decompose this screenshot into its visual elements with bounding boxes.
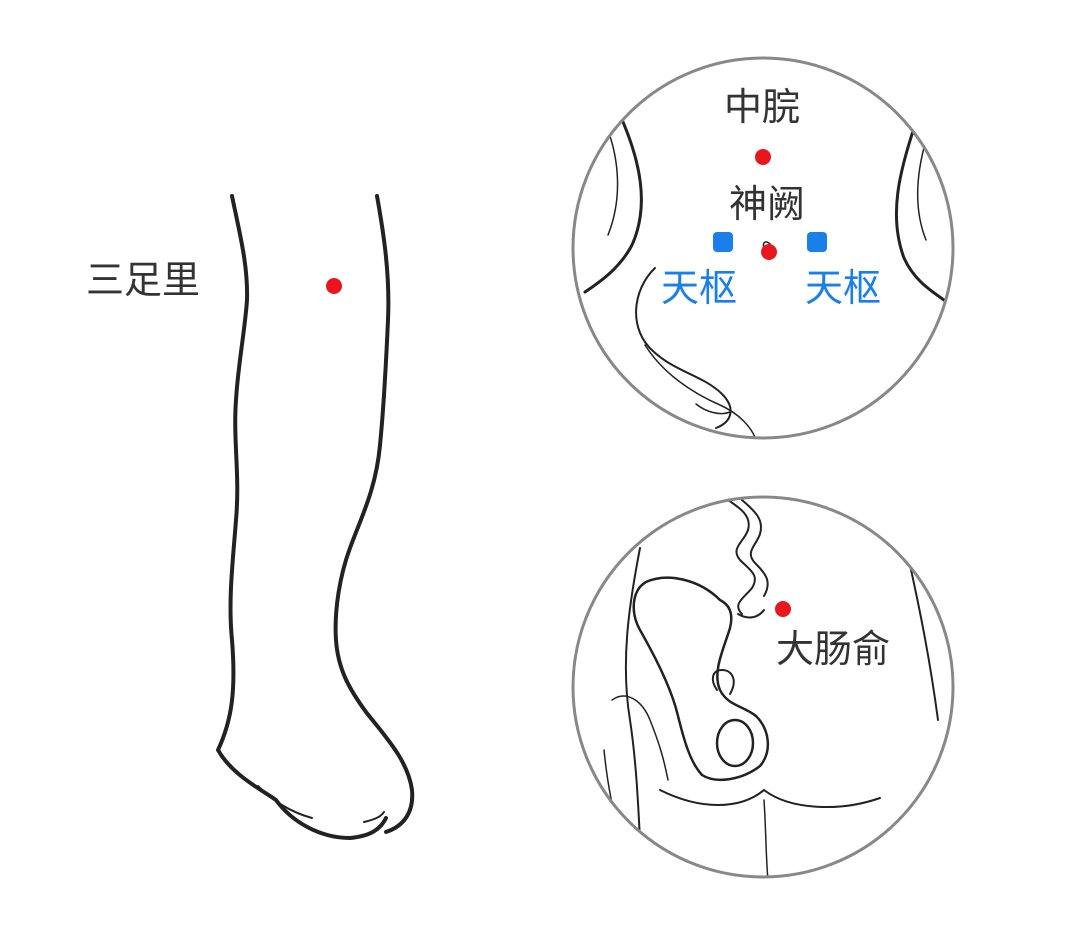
label-tianshu-right: 天枢 [805, 266, 882, 310]
back-inset [571, 495, 955, 879]
acupoint-marker-tianshu-right [807, 232, 827, 252]
acupoint-dot-zusanli [326, 278, 342, 294]
acupoint-marker-tianshu-left [713, 232, 733, 252]
label-zusanli: 三足里 [86, 258, 201, 302]
acupoint-dot-shenque [761, 244, 777, 260]
label-tianshu-left: 天枢 [661, 266, 738, 310]
label-dachangshu: 大肠俞 [776, 627, 891, 671]
acupoint-dot-zhongwan [755, 149, 771, 165]
leg-drawing [216, 194, 415, 840]
label-zhongwan: 中脘 [724, 85, 801, 129]
acupoint-dot-dachangshu [775, 601, 791, 617]
label-shenque: 神阙 [729, 182, 806, 226]
